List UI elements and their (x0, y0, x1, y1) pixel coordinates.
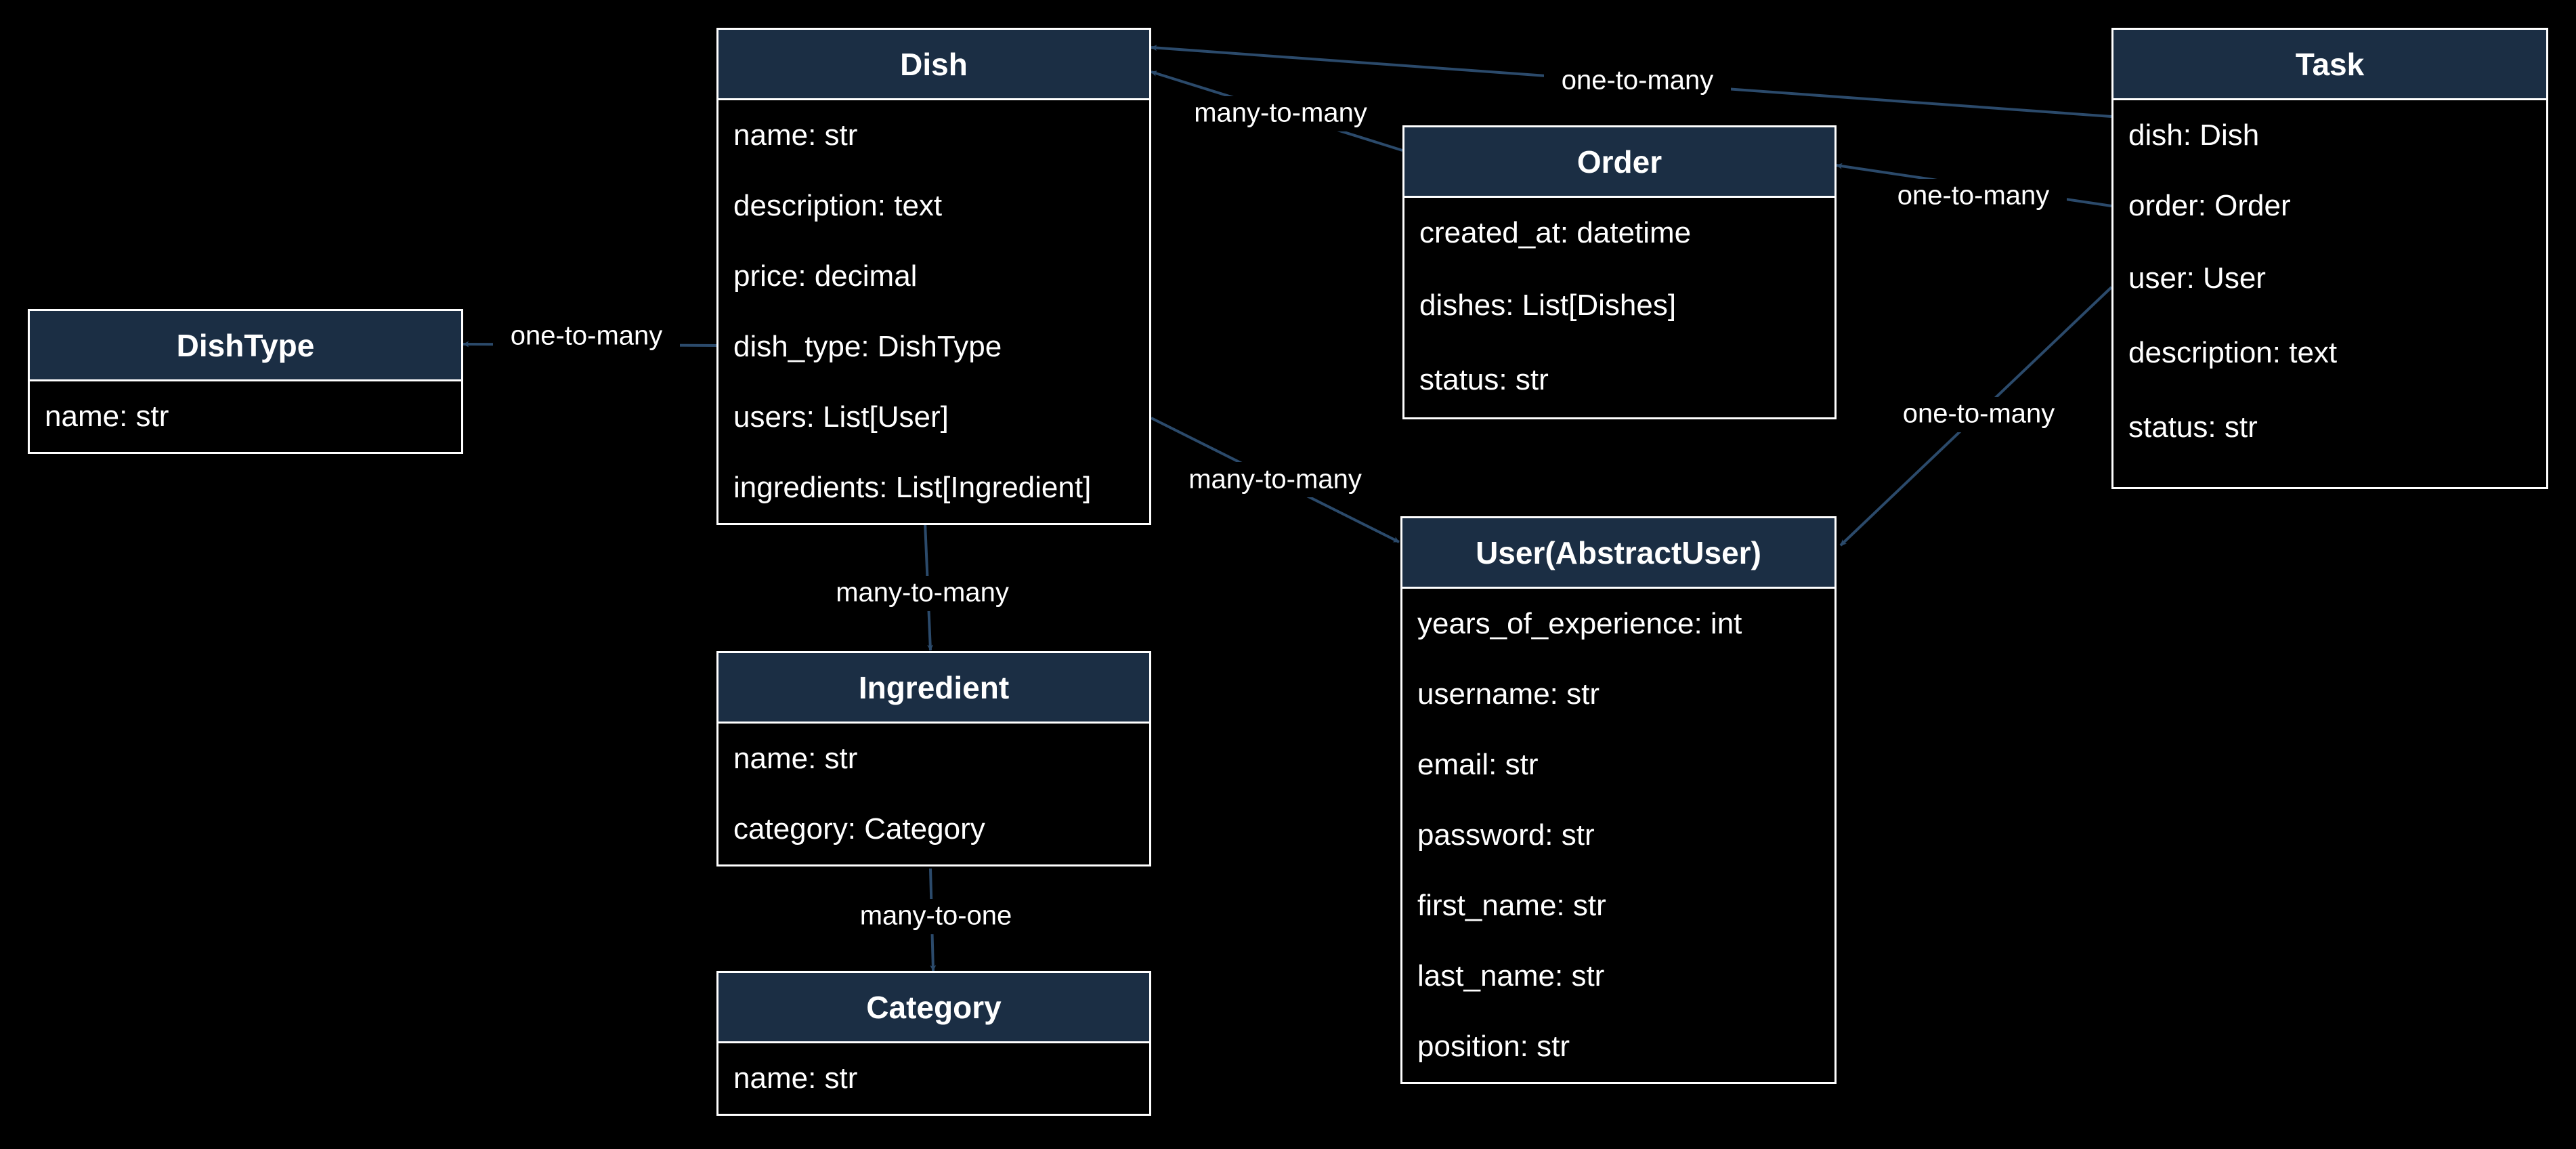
entity-field: dishes: List[Dishes] (1419, 289, 1677, 322)
entity-field: status: str (1419, 363, 1549, 396)
relation-label-dish-dishtype: one-to-many (511, 321, 663, 351)
entity-user: User(AbstractUser) years_of_experience: … (1400, 516, 1837, 1084)
entity-field: created_at: datetime (1419, 216, 1692, 249)
entity-field: dish: Dish (2128, 119, 2260, 152)
entity-title: Dish (718, 30, 1149, 100)
entity-field: name: str (45, 400, 169, 433)
entity-field: years_of_experience: int (1417, 607, 1742, 640)
entity-order: Order created_at: datetime dishes: List[… (1402, 125, 1837, 419)
entity-field: first_name: str (1417, 889, 1606, 922)
entity-field: ingredients: List[Ingredient] (733, 471, 1092, 504)
entity-field: name: str (733, 119, 858, 152)
entity-category: Category name: str (716, 971, 1151, 1116)
entity-field: description: text (2128, 336, 2338, 369)
entity-title: DishType (30, 311, 461, 381)
relation-label-task-dish: one-to-many (1562, 66, 1714, 96)
entity-field: dish_type: DishType (733, 330, 1002, 363)
entity-title: Order (1404, 127, 1834, 198)
entity-dishtype: DishType name: str (28, 309, 463, 454)
entity-field: email: str (1417, 748, 1539, 781)
entity-title: Task (2113, 30, 2546, 100)
entity-field: user: User (2128, 262, 2266, 295)
entity-task: Task dish: Dish order: Order user: User … (2111, 28, 2548, 489)
relation-label-task-user: one-to-many (1903, 399, 2055, 429)
relation-label-dish-user: many-to-many (1188, 465, 1362, 495)
entity-field: users: List[User] (733, 400, 949, 434)
entity-field: price: decimal (733, 259, 918, 293)
entity-field: category: Category (733, 812, 985, 845)
relation-label-task-order: one-to-many (1897, 181, 2050, 211)
entity-field: name: str (733, 742, 858, 775)
entity-field: position: str (1417, 1030, 1570, 1063)
entity-field: last_name: str (1417, 959, 1605, 993)
entity-title: Category (718, 973, 1149, 1043)
entity-title: User(AbstractUser) (1402, 518, 1834, 589)
entity-field: name: str (733, 1062, 858, 1095)
relation-label-dish-ingredient: many-to-many (836, 578, 1009, 608)
entity-field: order: Order (2128, 189, 2291, 222)
entity-field: password: str (1417, 818, 1595, 852)
entity-field: status: str (2128, 411, 2258, 444)
relation-label-order-dish: many-to-many (1194, 98, 1367, 128)
relation-label-ingredient-category: many-to-one (860, 901, 1012, 931)
entity-dish: Dish name: str description: text price: … (716, 28, 1151, 525)
entity-field: description: text (733, 189, 943, 222)
entity-field: username: str (1417, 677, 1600, 711)
entity-ingredient: Ingredient name: str category: Category (716, 651, 1151, 866)
entity-title: Ingredient (718, 653, 1149, 724)
